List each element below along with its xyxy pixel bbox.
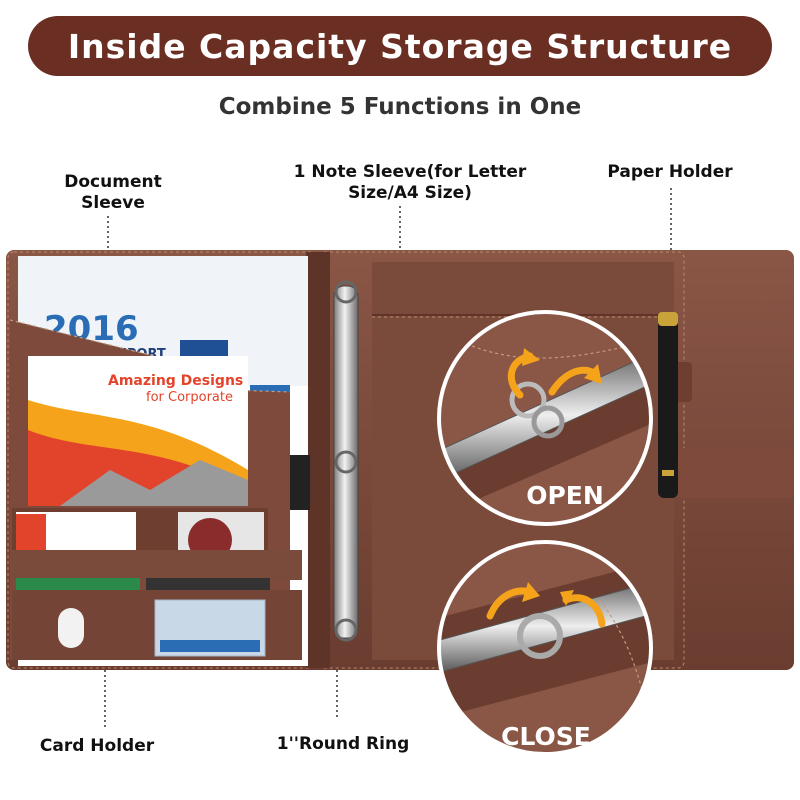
brochure-line2: for Corporate — [146, 390, 233, 405]
label-note-sleeve: 1 Note Sleeve(for Letter Size/A4 Size) — [270, 162, 550, 204]
brochure: Amazing Designs for Corporate — [28, 356, 248, 506]
label-document-sleeve-line1: Document — [64, 172, 162, 192]
card-green — [16, 578, 140, 592]
open-label: OPEN — [526, 481, 604, 510]
arrow-close-right — [562, 594, 606, 628]
inset-close: CLOSE — [437, 540, 653, 756]
card-dark — [146, 578, 270, 592]
subtitle: Combine 5 Functions in One — [218, 94, 582, 120]
label-note-sleeve-line2: Size/A4 Size) — [348, 183, 472, 203]
label-round-ring: 1''Round Ring — [276, 734, 410, 754]
banner-title: Inside Capacity Storage Structure — [67, 26, 733, 66]
inset-open: OPEN — [437, 310, 653, 526]
label-paper-holder: Paper Holder — [607, 162, 733, 182]
round-ring — [333, 280, 359, 642]
pen-icon — [658, 312, 678, 498]
label-note-sleeve-line1: 1 Note Sleeve(for Letter — [293, 162, 527, 182]
close-label: CLOSE — [501, 722, 591, 751]
label-document-sleeve: Document Sleeve — [50, 172, 176, 214]
brochure-line1: Amazing Designs — [108, 373, 243, 389]
label-document-sleeve-line2: Sleeve — [81, 193, 145, 213]
label-card-holder: Card Holder — [39, 736, 155, 756]
title-banner: Inside Capacity Storage Structure — [28, 16, 772, 76]
pen-loop — [58, 608, 84, 648]
closure-strap — [676, 448, 794, 498]
